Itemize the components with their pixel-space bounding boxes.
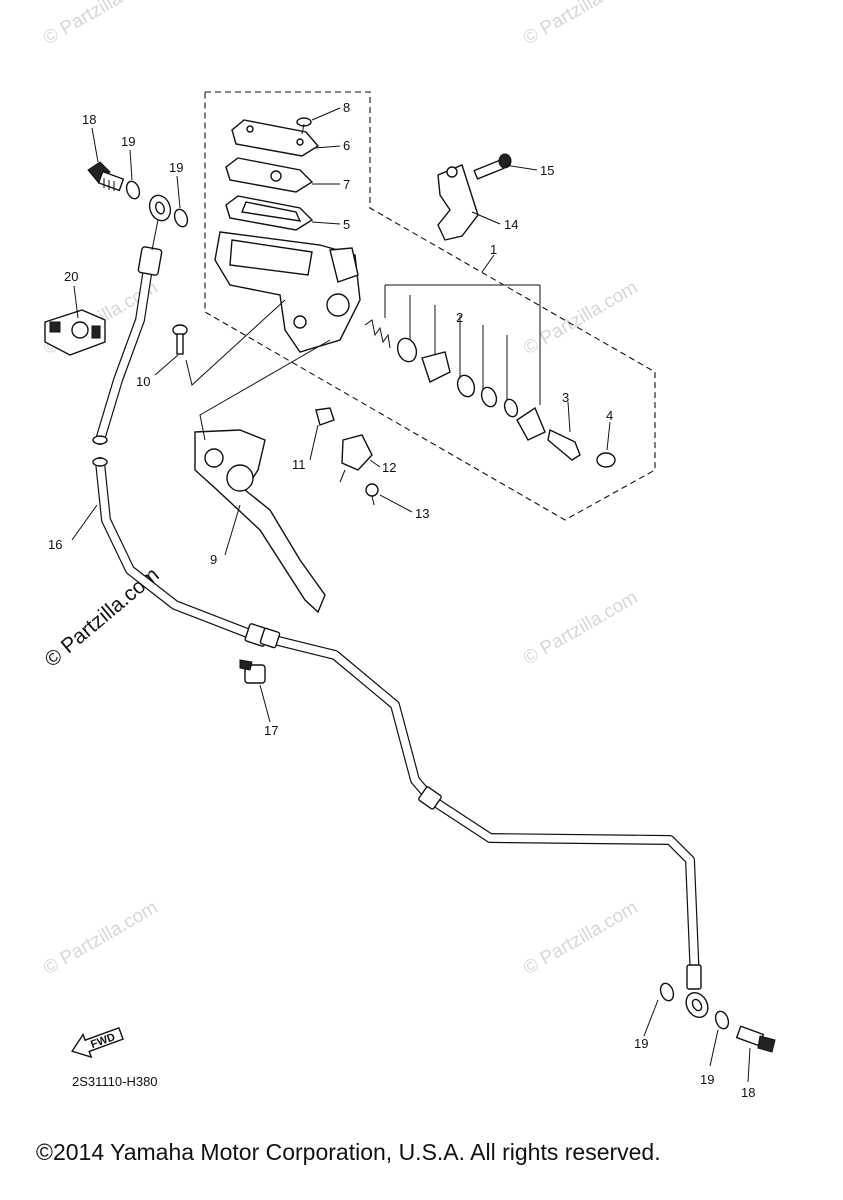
callout-19-bottom-right: 19 [700,1072,714,1087]
callout-2: 2 [456,310,463,325]
callout-9: 9 [210,552,217,567]
callout-20: 20 [64,269,78,284]
callout-1: 1 [490,242,497,257]
callout-19-top-right: 19 [169,160,183,175]
brake-switch [339,434,373,483]
diaphragm [225,195,314,231]
callout-16: 16 [48,537,62,552]
washer-bottom-right [714,1010,730,1030]
boot [596,452,616,468]
washer-bottom-left [659,982,675,1002]
callout-15: 15 [540,163,554,178]
callout-3: 3 [562,390,569,405]
callout-12: 12 [382,460,396,475]
callout-19-top-left: 19 [121,134,135,149]
washer-top-right [173,208,189,228]
watermark: © Partzilla.com [520,897,641,979]
watermark: © Partzilla.com [40,897,161,979]
switch-screw [365,483,379,506]
brake-lever [194,339,331,614]
watermark: © Partzilla.com [520,0,641,49]
fwd-arrow: FWD [71,1026,124,1059]
assembly-outline [204,91,656,521]
washer-top-left [125,180,141,200]
watermark: © Partzilla.com [520,277,641,359]
callout-11: 11 [292,457,306,472]
piston-spring [364,319,391,349]
master-cylinder-body [214,231,361,353]
hose-clamp [44,309,106,356]
pivot-bolt [172,299,286,386]
callout-4: 4 [606,408,613,423]
callout-7: 7 [343,177,350,192]
union-bolt-top [87,161,125,192]
callout-5: 5 [343,217,350,232]
callout-13: 13 [415,506,429,521]
watermark: © Partzilla.com [40,0,161,49]
diagram-code: 2S31110-H380 [72,1074,158,1089]
fwd-label: FWD [89,1031,117,1051]
callout-8: 8 [343,100,350,115]
callout-17: 17 [264,723,278,738]
push-rod [547,428,581,461]
callout-6: 6 [343,138,350,153]
master-cylinder-holder [437,164,479,241]
callout-18-top: 18 [82,112,96,127]
callout-10: 10 [136,374,150,389]
piston-kit [364,284,546,441]
reservoir-cap [231,119,320,157]
grommet [315,407,335,426]
cap-screw [296,117,312,135]
diaphragm-plate [225,157,314,193]
copyright-notice: ©2014 Yamaha Motor Corporation, U.S.A. A… [36,1139,661,1165]
callouts: 1 2 3 4 5 6 7 8 9 10 11 12 13 14 15 16 1… [48,100,755,1100]
union-bolt-bottom [735,1025,776,1053]
callout-14: 14 [504,217,518,232]
callout-19-bottom-left: 19 [634,1036,648,1051]
leader-lines [71,107,751,1083]
hose-holder [239,659,266,684]
brake-hose [92,194,709,1019]
holder-bolt [473,153,512,180]
callout-18-bottom: 18 [741,1085,755,1100]
watermark: © Partzilla.com [520,587,641,669]
